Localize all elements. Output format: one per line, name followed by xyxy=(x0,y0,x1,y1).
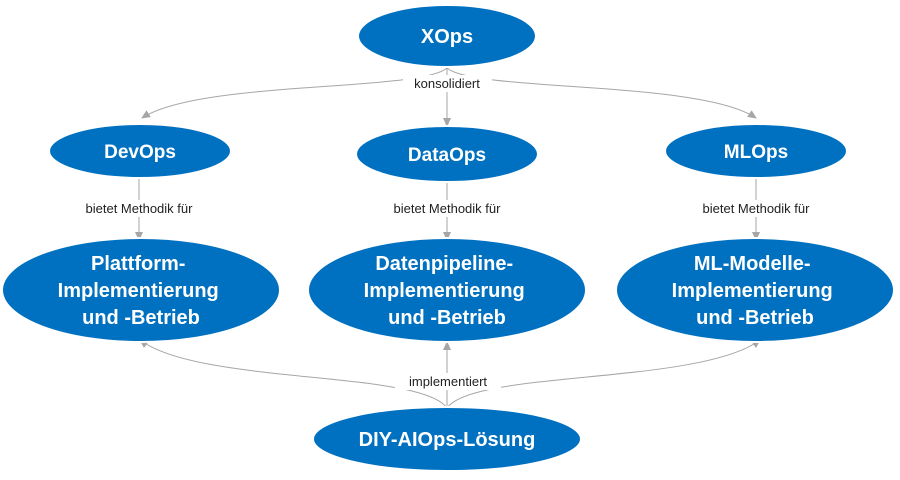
node-devops-label: DevOps xyxy=(104,142,176,163)
edge-label-methodik-2-group: bietet Methodik für xyxy=(388,200,506,217)
edge-diy-plattform xyxy=(139,339,448,409)
edge-label-methodik-1-group: bietet Methodik für xyxy=(80,200,198,217)
node-dataops-label: DataOps xyxy=(408,145,486,166)
node-xops-label: XOps xyxy=(421,26,473,48)
node-datenpipeline-line-1: Datenpipeline- xyxy=(375,253,513,275)
node-mlmodelle-line-1: ML-Modelle- xyxy=(694,253,811,275)
node-plattform-label: Plattform- Implementierung und -Betrieb xyxy=(58,253,225,329)
node-mlmodelle-line-2: Implementierung xyxy=(672,280,833,302)
node-plattform: Plattform- Implementierung und -Betrieb xyxy=(1,237,281,343)
node-mlmodelle: ML-Modelle- Implementierung und -Betrieb xyxy=(615,237,895,343)
edge-label-methodik-1: bietet Methodik für xyxy=(86,201,194,216)
node-diy-aiops-label: DIY-AIOps-Lösung xyxy=(359,429,536,451)
node-mlmodelle-label: ML-Modelle- Implementierung und -Betrieb xyxy=(672,253,839,329)
edge-label-implementiert: implementiert xyxy=(409,374,487,389)
edge-xops-mlops xyxy=(446,67,757,119)
edge-xops-devops xyxy=(141,67,448,119)
node-mlops-label: MLOps xyxy=(724,142,788,163)
node-xops: XOps xyxy=(357,4,537,68)
node-plattform-line-2: Implementierung xyxy=(58,280,219,302)
node-mlops: MLOps xyxy=(664,123,848,179)
edge-label-methodik-3: bietet Methodik für xyxy=(703,201,811,216)
node-plattform-line-1: Plattform- xyxy=(91,253,185,275)
edge-diy-mlmodelle xyxy=(446,339,761,409)
edge-label-methodik-3-group: bietet Methodik für xyxy=(697,200,815,217)
node-datenpipeline-label: Datenpipeline- Implementierung und -Betr… xyxy=(364,253,531,329)
edge-label-konsolidiert: konsolidiert xyxy=(414,76,480,91)
edge-label-methodik-2: bietet Methodik für xyxy=(394,201,502,216)
node-datenpipeline-line-2: Implementierung xyxy=(364,280,525,302)
node-dataops: DataOps xyxy=(355,125,539,183)
node-mlmodelle-line-3: und -Betrieb xyxy=(696,307,814,329)
node-datenpipeline: Datenpipeline- Implementierung und -Betr… xyxy=(307,237,587,343)
node-devops: DevOps xyxy=(48,123,232,179)
node-plattform-line-3: und -Betrieb xyxy=(82,307,200,329)
node-diy-aiops: DIY-AIOps-Lösung xyxy=(312,406,582,472)
edge-label-implementiert-group: implementiert xyxy=(395,373,501,390)
edge-label-konsolidiert-group: konsolidiert xyxy=(403,75,492,92)
node-datenpipeline-line-3: und -Betrieb xyxy=(388,307,506,329)
